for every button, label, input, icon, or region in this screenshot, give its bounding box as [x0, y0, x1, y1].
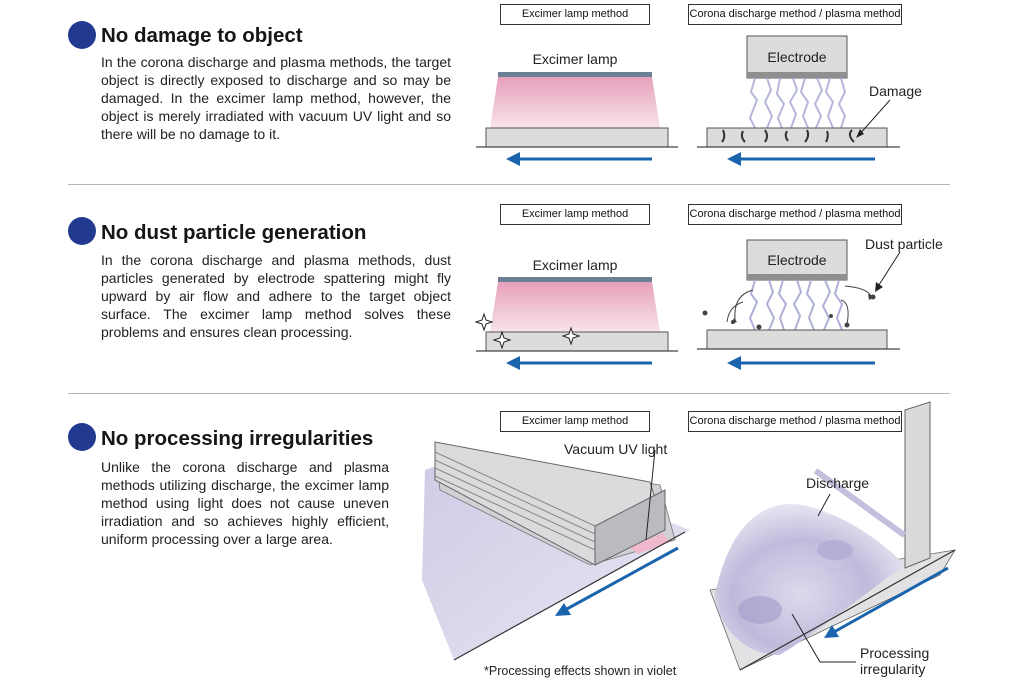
excimer-lamp-label: Excimer lamp [533, 257, 618, 273]
section-2-excimer-method-label: Excimer lamp method [500, 204, 650, 225]
divider-1 [68, 184, 950, 185]
section-2-corona-diagram: Electrode Dust particle [697, 236, 943, 370]
clean-sparkle-icon [474, 312, 581, 350]
section-3-body: Unlike the corona discharge and plasma m… [101, 459, 389, 547]
discharge-sparks [748, 279, 844, 331]
vacuum-uv-label: Vacuum UV light [564, 441, 667, 457]
footnote: *Processing effects shown in violet [484, 664, 677, 678]
discharge-sparks [748, 77, 847, 129]
section-3-corona-diagram: Discharge Processing irregularity [709, 401, 956, 677]
excimer-lamp-icon [498, 277, 652, 282]
uv-glow [490, 77, 660, 128]
target-object [485, 127, 669, 148]
electrode-label: Electrode [767, 252, 826, 268]
section-3-bullet-icon [68, 423, 96, 451]
transport-arrow-icon [833, 566, 949, 634]
section-3-excimer-diagram: Vacuum UV light [422, 441, 690, 661]
dust-particle-callout: Dust particle [865, 236, 943, 252]
irregular-processing-area [715, 503, 905, 655]
divider-2 [68, 393, 950, 394]
section-2-corona-method-label: Corona discharge method / plasma method [688, 204, 902, 225]
dust-particles-icon [702, 294, 876, 330]
section-3-excimer-method-label: Excimer lamp method [500, 411, 650, 432]
stage-edge [739, 549, 956, 671]
electrode-icon [746, 35, 848, 79]
section-1-body: In the corona discharge and plasma metho… [101, 54, 451, 142]
section-2-bullet-icon [68, 217, 96, 245]
section-3-corona-method-label: Corona discharge method / plasma method [688, 411, 902, 432]
uv-glow [630, 533, 670, 554]
damage-marks [721, 129, 855, 143]
electrode-plate-icon [904, 401, 931, 569]
electrode-icon [746, 239, 848, 281]
target-object [706, 329, 888, 350]
section-1-title: No damage to object [101, 24, 303, 47]
transport-arrow-icon [564, 546, 679, 612]
dust-callout-line [876, 251, 901, 289]
section-1-excimer-method-label: Excimer lamp method [500, 4, 650, 25]
section-1-corona-method-label: Corona discharge method / plasma method [688, 4, 902, 25]
electrode-label: Electrode [767, 49, 826, 65]
irregularity-label-line-2: irregularity [860, 661, 925, 677]
irregularity-label-line-1: Processing [860, 645, 929, 661]
damage-callout: Damage [869, 83, 922, 99]
excimer-lamp-icon [498, 72, 652, 77]
section-2-excimer-diagram: Excimer lamp [474, 257, 678, 370]
section-1-corona-diagram: Electrode Damage [697, 35, 922, 166]
stage-edge [453, 531, 686, 661]
discharge-label: Discharge [806, 475, 869, 491]
section-2-title: No dust particle generation [101, 221, 367, 244]
section-2-body: In the corona discharge and plasma metho… [101, 252, 451, 340]
excimer-lamp-label: Excimer lamp [533, 51, 618, 67]
uv-glow [490, 282, 660, 332]
section-1-excimer-diagram: Excimer lamp [476, 51, 678, 166]
section-3-title: No processing irregularities [101, 427, 374, 450]
damage-callout-line [857, 99, 891, 137]
section-1-bullet-icon [68, 21, 96, 49]
